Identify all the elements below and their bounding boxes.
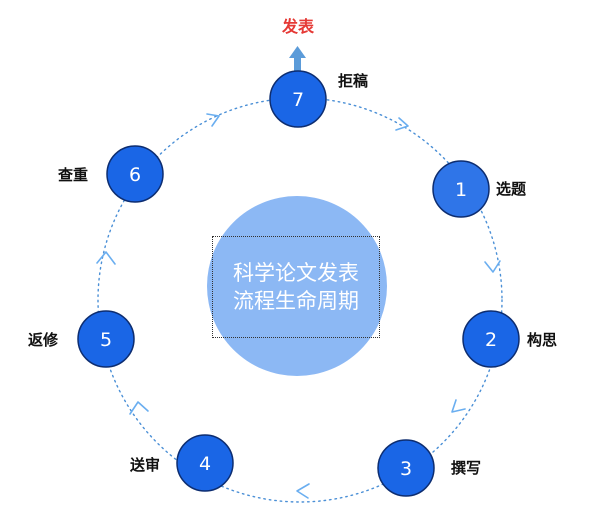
stage-node-4[interactable]: 4 bbox=[176, 434, 234, 492]
stage-number-6: 6 bbox=[129, 164, 141, 186]
stage-label-3: 撰写 bbox=[451, 459, 482, 477]
stage-node-7[interactable]: 7 bbox=[269, 70, 327, 128]
stage-node-2[interactable]: 2 bbox=[462, 310, 520, 368]
flow-arrows bbox=[96, 113, 501, 499]
center-circle bbox=[207, 196, 387, 376]
stage-label-5: 返修 bbox=[28, 331, 59, 349]
chevron-arrow-icon bbox=[484, 260, 501, 273]
center-title-line-2: 流程生命周期 bbox=[233, 289, 359, 313]
chevron-arrow-icon bbox=[296, 483, 310, 499]
arrow-up-icon bbox=[289, 46, 306, 81]
chevron-arrow-icon bbox=[395, 117, 409, 131]
chevron-arrow-icon bbox=[451, 399, 466, 413]
publish-label: 发表 bbox=[282, 17, 315, 36]
stage-node-3[interactable]: 3 bbox=[377, 439, 435, 497]
stage-node-5[interactable]: 5 bbox=[77, 310, 135, 368]
chevron-arrow-icon bbox=[96, 251, 116, 265]
stage-label-4: 送审 bbox=[130, 456, 161, 474]
stage-number-2: 2 bbox=[485, 329, 497, 351]
chevron-arrow-icon bbox=[129, 401, 149, 415]
center-title-box: 科学论文发表 流程生命周期 bbox=[212, 236, 380, 338]
stage-label-2: 构思 bbox=[527, 331, 558, 349]
chevron-arrow-icon bbox=[206, 113, 220, 127]
stage-node-1[interactable]: 1 bbox=[432, 160, 490, 218]
stage-label-7: 拒稿 bbox=[338, 72, 369, 90]
stage-number-5: 5 bbox=[100, 329, 112, 351]
stage-number-3: 3 bbox=[400, 458, 412, 480]
stage-number-4: 4 bbox=[199, 453, 211, 475]
center-title-line-1: 科学论文发表 bbox=[233, 261, 359, 285]
stage-label-1: 选题 bbox=[496, 180, 527, 198]
stage-label-6: 查重 bbox=[58, 166, 89, 184]
stage-node-6[interactable]: 6 bbox=[106, 145, 164, 203]
stage-number-7: 7 bbox=[292, 89, 304, 111]
stage-number-1: 1 bbox=[455, 179, 467, 201]
